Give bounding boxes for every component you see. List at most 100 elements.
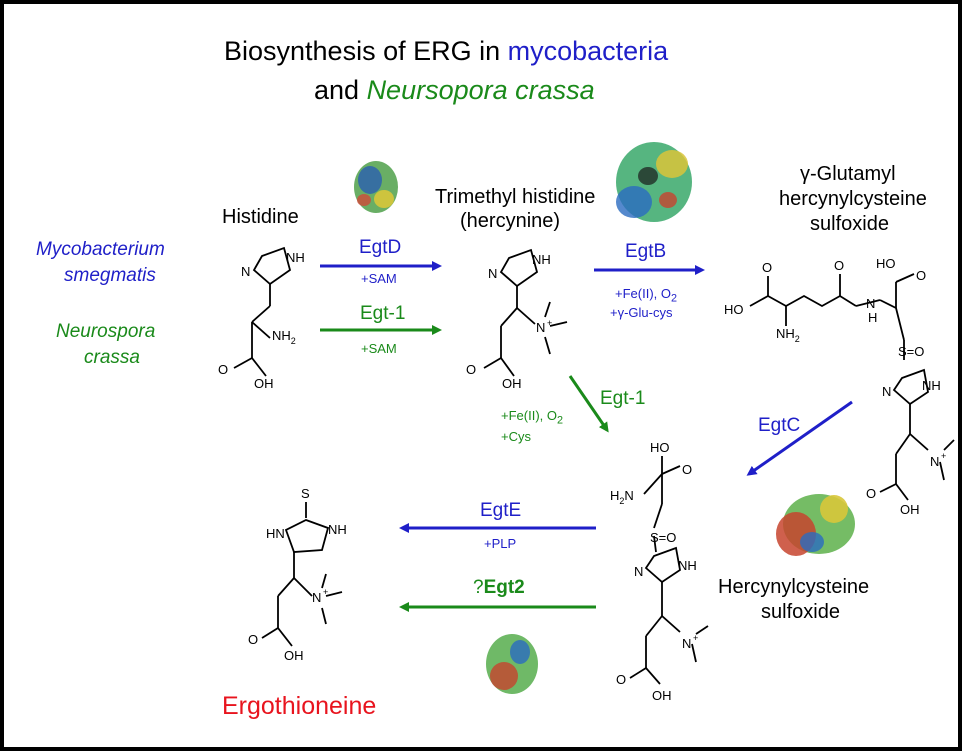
label-hercynine-2: (hercynine) [460,210,561,232]
organism-myco-line1: Mycobacterium [36,239,165,260]
atom-ggc-nh2-sub: 2 [795,334,800,344]
atoms-histidine: NH N NH2 O OH [218,250,305,391]
atom-ggc-nh2-text: NH [776,326,795,341]
enzyme-egt1-top: Egt-1 [360,303,406,324]
atom-ggc-plus: + [941,451,946,461]
title-prefix: Biosynthesis of ERG in [224,36,508,66]
label-histidine: Histidine [222,206,299,228]
atom-his-oh: OH [254,376,274,391]
atom-her-nplus: N [536,320,545,335]
label-hercynine-1: Trimethyl histidine [435,186,596,208]
protein-egt2-icon [486,634,538,694]
atom-ggc-so: S=O [898,344,924,359]
atom-his-nh2-sub: 2 [291,336,296,346]
atom-his-o: O [218,362,228,377]
atoms-hercynine: NH N N + O OH [466,252,552,391]
arrow-egtC [746,400,853,476]
atom-erg-nplus: N [312,590,321,605]
atoms-ggc: O HO NH2 O N H HO O S=O NH N N + O OH [724,256,946,517]
atom-ggc-n: N [866,296,875,311]
organism-myco-line2: smegmatis [64,265,156,286]
atom-ggc-o3: O [916,268,926,283]
atom-ggc-nplus: N [930,454,939,469]
atom-his-nh: NH [286,250,305,265]
enzyme-egtC: EgtC [758,415,801,436]
atom-erg-hn: HN [266,526,285,541]
cofactor-egtE: +PLP [484,536,517,551]
cofactor-egtB-2: +γ-Glu-cys [610,305,673,320]
enzyme-egtE: EgtE [480,500,522,521]
title-line-1: Biosynthesis of ERG in mycobacteria [224,38,668,65]
pathway-diagram: NH N NH2 O OH NH N N + O OH [218,142,955,703]
atom-ggc-h: H [868,310,877,325]
structure-ergothioneine [261,502,343,647]
atom-hcs-h2n-h: H [610,488,619,503]
atom-hcs-o2: O [616,672,626,687]
egt2-question: ? [473,577,484,598]
title-mycobacteria: mycobacteria [507,36,669,66]
atom-hcs-oh: OH [652,688,672,703]
atom-ggc-nh2: NH2 [776,326,800,344]
atom-ggc-o4: O [866,486,876,501]
enzyme-egt2: ?Egt2 [473,578,525,597]
atom-her-n: N [488,266,497,281]
atoms-ergothioneine: S HN NH N + O OH [248,486,347,663]
atom-ggc-nh: NH [922,378,941,393]
structure-hcs [629,456,709,685]
atom-erg-oh: OH [284,648,304,663]
atom-ggc-ho2: HO [876,256,896,271]
cofactor-egtD: +SAM [361,271,397,286]
cofactor-egtB-1-sub: 2 [670,292,678,305]
organism-neuro-line1: Neurospora [56,321,156,342]
atom-hcs-so: S=O [650,530,676,545]
structure-ggc [749,273,955,501]
atom-his-nh2: NH2 [272,328,296,346]
atom-ggc-o2: O [834,258,844,273]
enzyme-egt1-mid: Egt-1 [600,388,646,409]
arrow-egt1-mid [568,375,609,433]
structure-hercynine [483,248,568,377]
enzyme-egtB: EgtB [625,241,667,262]
cofactor-egtB-1: +Fe(II), O2 [615,287,677,304]
title-line-2: and Neursopora crassa [314,77,595,104]
atom-hcs-n: N [634,564,643,579]
structure-histidine [233,246,292,377]
atom-erg-nh: NH [328,522,347,537]
atom-hcs-ho: HO [650,440,670,455]
label-ggc-3: sulfoxide [810,213,889,235]
cofactor-egt1-mid-1-sub: 2 [556,414,564,427]
label-hcs-2: sulfoxide [761,601,840,623]
protein-egtD-icon [354,161,398,213]
atom-hcs-h2n-sub: 2 [619,496,624,506]
atom-erg-s: S [301,486,310,501]
atom-hcs-plus: + [693,633,698,643]
atom-her-o: O [466,362,476,377]
label-ggc-1: γ-Glutamyl [800,163,896,185]
label-ggc-2: hercynylcysteine [779,188,927,210]
cofactor-egt1-mid-1: +Fe(II), O2 [501,409,563,426]
enzyme-egtD: EgtD [359,237,402,258]
atom-hcs-o1: O [682,462,692,477]
protein-egtC-icon [776,494,855,556]
protein-egtB-icon [616,142,692,222]
atom-hcs-nplus: N [682,636,691,651]
atom-hcs-h2n-n: N [624,488,633,503]
egt2-text: Egt2 [483,577,525,598]
atom-his-nh2-text: NH [272,328,291,343]
atom-his-n: N [241,264,250,279]
atom-erg-plus: + [323,587,328,597]
atom-hcs-nh: NH [678,558,697,573]
cofactor-egt1-mid-1-text: +Fe(II), O [501,408,557,423]
organism-neuro-line2: crassa [84,347,140,368]
atom-her-oh: OH [502,376,522,391]
cofactor-egt1-mid-2: +Cys [501,429,531,444]
atom-her-plus: + [547,318,552,328]
atom-hcs-h2n: H2N [610,488,634,506]
atom-ggc-o1: O [762,260,772,275]
cofactor-egt1-top: +SAM [361,341,397,356]
title-neurospora: Neursopora crassa [366,75,595,105]
label-hcs-1: Hercynylcysteine [718,576,870,598]
atom-ggc-ho1: HO [724,302,744,317]
atom-her-nh: NH [532,252,551,267]
